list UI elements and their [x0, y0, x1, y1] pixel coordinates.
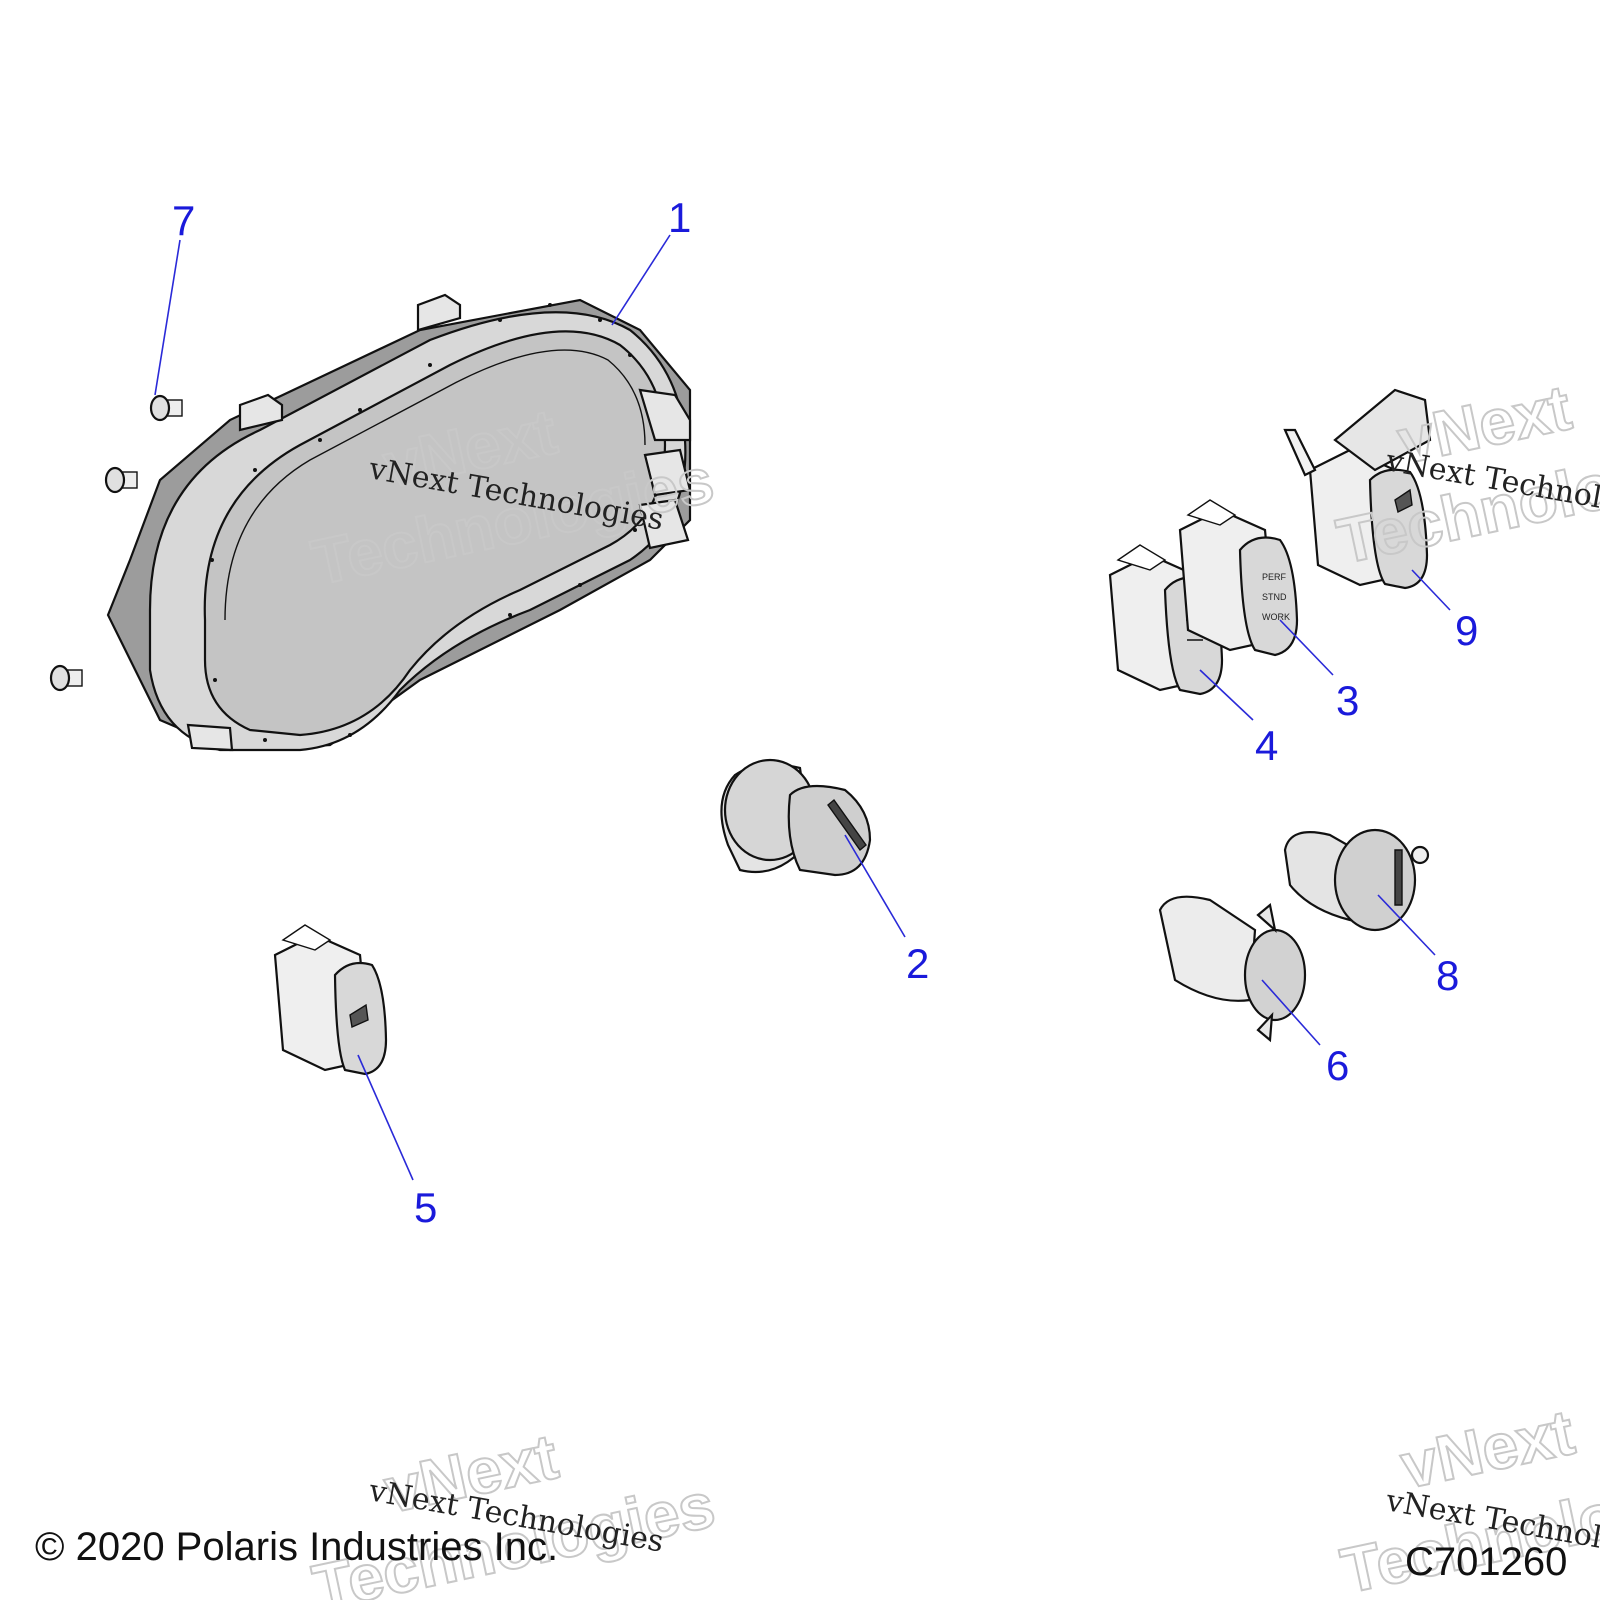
callout-2: 2 [906, 940, 929, 987]
usb-charger-8 [1283, 828, 1430, 932]
leader-lines [154, 234, 1451, 1181]
ignition-switch [720, 758, 872, 877]
leader-4 [1199, 669, 1254, 721]
rocker-switch-5 [273, 924, 388, 1076]
switch-with-harness-9 [1283, 388, 1432, 590]
callout-4: 4 [1255, 722, 1278, 769]
callout-1: 1 [668, 194, 691, 241]
svg-text:vNext: vNext [1395, 1396, 1580, 1503]
leader-6 [1261, 979, 1321, 1046]
callout-6: 6 [1326, 1042, 1349, 1089]
leader-5 [357, 1054, 414, 1181]
callout-3: 3 [1336, 677, 1359, 724]
instrument-cluster [106, 293, 692, 752]
screw-set [49, 394, 183, 692]
callout-9: 9 [1455, 607, 1478, 654]
callout-5: 5 [414, 1184, 437, 1231]
leader-8 [1377, 894, 1436, 956]
leader-3 [1279, 619, 1334, 676]
copyright-notice: © 2020 Polaris Industries Inc. [35, 1525, 558, 1569]
switch-legend-work: WORK [1262, 612, 1290, 622]
callout-numbers: 7 1 2 3 4 5 6 8 9 [172, 194, 1478, 1231]
power-outlet-6 [1158, 895, 1307, 1043]
leader-7 [154, 239, 181, 396]
leader-9 [1411, 569, 1451, 611]
diagram-code: C701260 [1405, 1540, 1567, 1584]
leader-1 [611, 234, 671, 326]
callout-8: 8 [1436, 952, 1459, 999]
switch-legend-stnd: STND [1262, 592, 1287, 602]
leader-2 [844, 834, 906, 938]
callout-7: 7 [172, 197, 195, 244]
rocker-switch-3: PERF STND WORK [1178, 499, 1299, 657]
switch-legend-perf: PERF [1262, 572, 1287, 582]
